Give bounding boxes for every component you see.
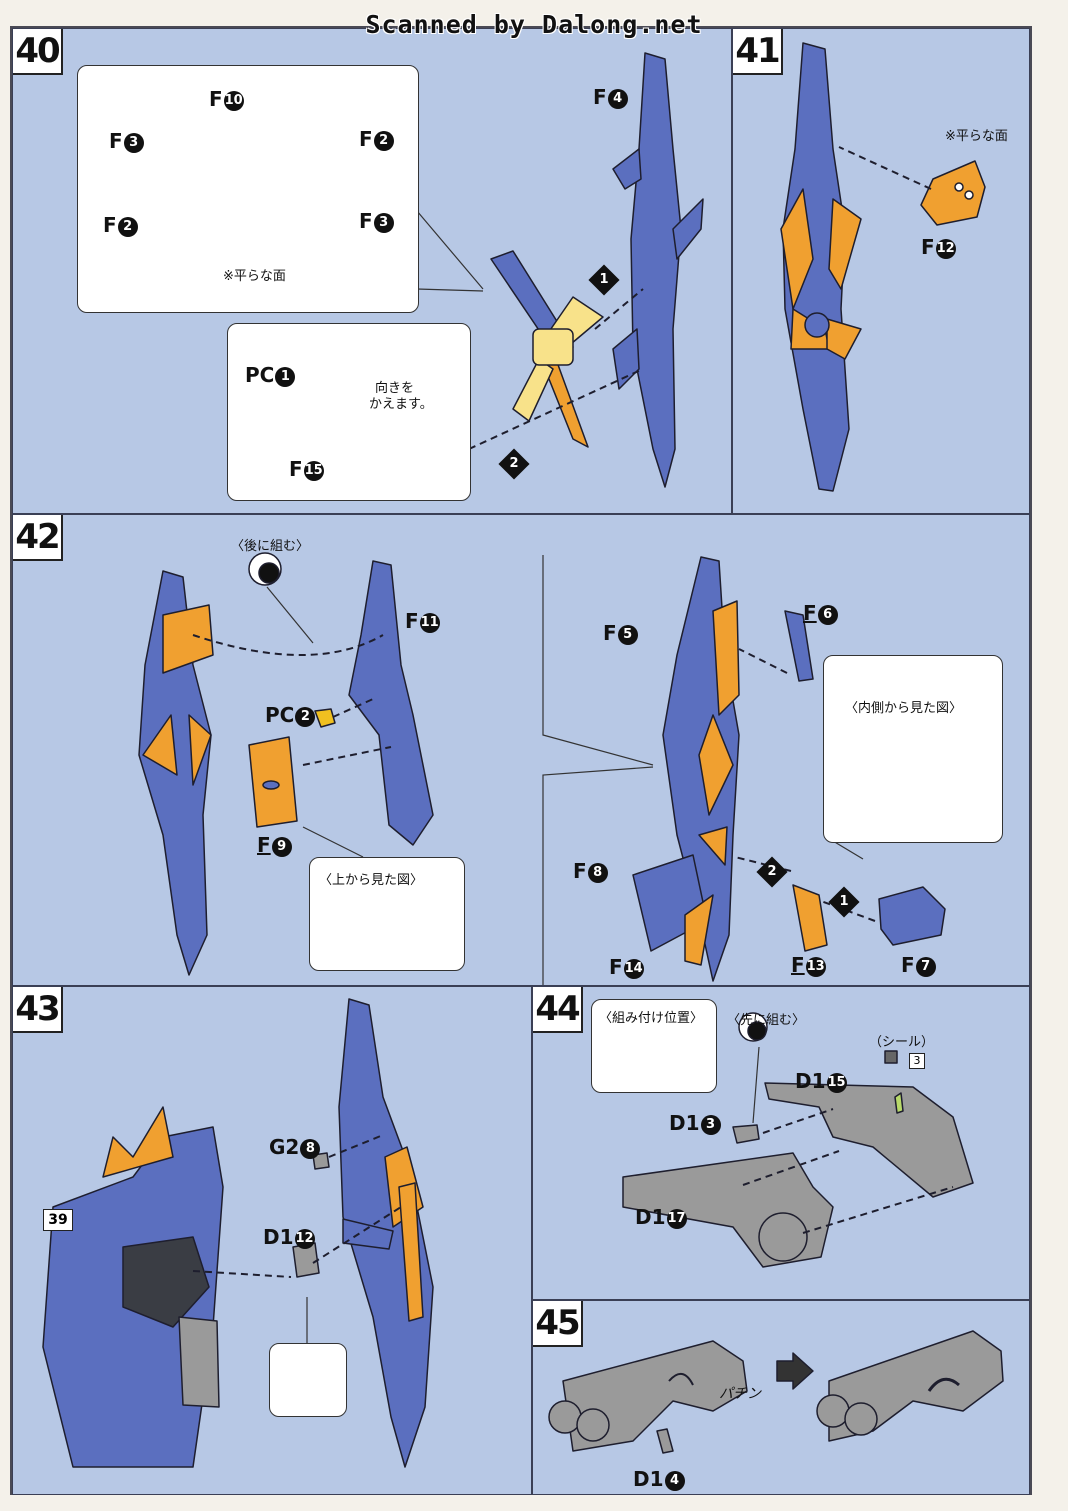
flat-face-note-40: ※平らな面: [223, 269, 286, 284]
step-44-number: 44: [533, 987, 583, 1033]
instruction-page: 40: [10, 26, 1032, 1495]
step-42-panel: 42: [12, 514, 1030, 986]
step-45-illustration: [548, 1330, 1004, 1454]
step-43-illustration: [42, 998, 434, 1468]
step-45-number: 45: [533, 1301, 583, 1347]
assemble-first-note: 〈先に組む〉: [727, 1013, 806, 1028]
arrow-step-1: 1: [588, 264, 620, 296]
top-view-callout: [309, 857, 465, 971]
arrow-step-2: 2: [498, 448, 530, 480]
rotate-note-line2: かえます。: [369, 397, 433, 412]
step-43-part-callout: [269, 1343, 347, 1417]
inside-view-callout: [823, 655, 1003, 843]
top-view-title: 〈上から見た図〉: [319, 873, 424, 888]
step-41-number: 41: [733, 29, 783, 75]
assembly-position-title: 〈組み付け位置〉: [599, 1011, 704, 1026]
sticker-note: （シール）: [869, 1035, 935, 1050]
step-42-number: 42: [13, 515, 63, 561]
flat-face-note-41: ※平らな面: [945, 129, 1008, 144]
step-40-number: 40: [13, 29, 63, 75]
rotate-note-line1: 向きを: [375, 381, 415, 396]
inside-view-title: 〈内側から見た図〉: [845, 701, 963, 716]
step-41-illustration: [780, 42, 986, 492]
blade-part: [630, 52, 682, 488]
assembly-position-callout: [591, 999, 717, 1093]
sticker-number: 3: [909, 1053, 925, 1069]
assemble-later-note: 〈後に組む〉: [231, 539, 310, 554]
step-40-pc-callout: [227, 323, 471, 501]
watermark: Scanned by Dalong.net: [365, 10, 703, 39]
ref-step-39: 39: [43, 1209, 73, 1231]
arrow-step-42-1: 1: [828, 886, 860, 918]
snap-sound-text: パチン: [719, 1386, 761, 1402]
arrow-step-42-2: 2: [756, 856, 788, 888]
step-44-panel: 44 〈組み付け位置〉 〈先に組む〉 （シール） 3: [532, 986, 1030, 1300]
step-40-wing-callout: [77, 65, 419, 313]
step-40-panel: 40: [12, 28, 732, 514]
step-43-number: 43: [13, 987, 63, 1033]
